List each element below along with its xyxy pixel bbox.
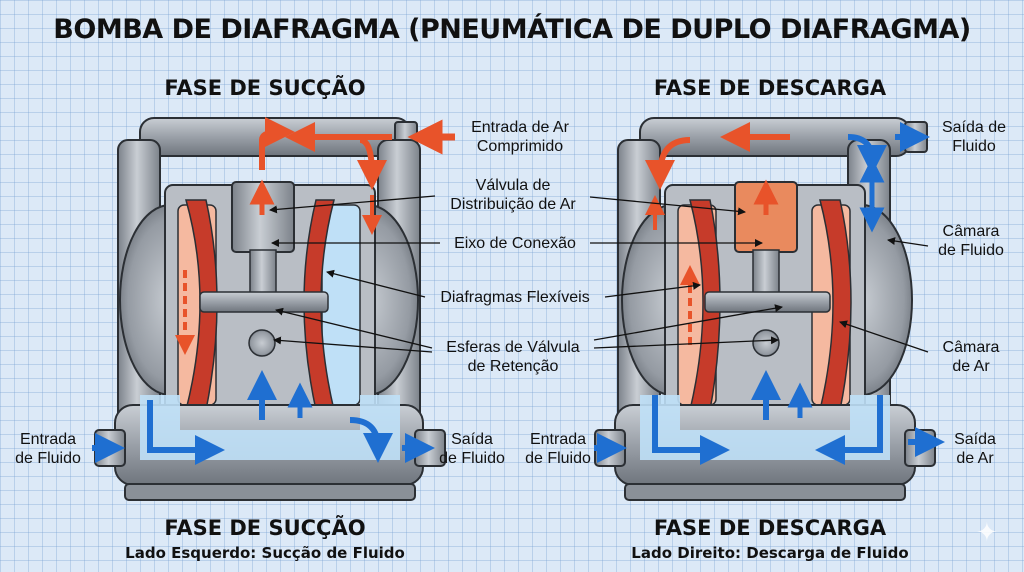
- right-bottom-subheading: Lado Direito: Descarga de Fluido: [631, 544, 909, 562]
- fluid-chamber-label: Câmara de Fluido: [938, 223, 1004, 259]
- left-bottom-heading: FASE DE SUCÇÃO: [164, 516, 366, 540]
- right-top-heading: FASE DE DESCARGA: [653, 76, 887, 100]
- page-title: BOMBA DE DIAFRAGMA (PNEUMÁTICA DE DUPLO …: [53, 14, 971, 45]
- left-top-heading: FASE DE SUCÇÃO: [164, 76, 366, 100]
- right-fluid-out-top-label: Saída de Fluido: [941, 119, 1007, 155]
- left-connecting-shaft: [199, 291, 329, 313]
- valve-label: Válvula de Distribuição de Ar: [450, 177, 576, 213]
- diaphragms-label: Diafragmas Flexíveis: [440, 289, 590, 306]
- left-fluid-outlet-label: Saída de Fluido: [439, 431, 505, 467]
- left-bottom-subheading: Lado Esquerdo: Sucção de Fluido: [125, 544, 405, 562]
- air-outlet-label: Saída de Ar: [954, 431, 996, 467]
- right-fluid-inlet-label: Entrada de Fluido: [525, 431, 591, 467]
- air-chamber-label: Câmara de Ar: [942, 339, 1000, 375]
- right-connecting-shaft: [704, 291, 831, 313]
- right-check-ball: [752, 329, 780, 357]
- right-bottom-heading: FASE DE DESCARGA: [653, 516, 887, 540]
- sparkle-icon: ✦: [976, 517, 998, 547]
- leader-lines: [269, 195, 929, 353]
- left-pump: [92, 117, 455, 501]
- left-fluid-inlet-label: Entrada de Fluido: [15, 431, 81, 467]
- right-pump: [594, 117, 945, 501]
- left-check-ball: [248, 329, 276, 357]
- shaft-label: Eixo de Conexão: [454, 235, 576, 252]
- check-balls-label: Esferas de Válvula de Retenção: [446, 339, 580, 375]
- air-inlet-label: Entrada de Ar Comprimido: [471, 119, 569, 155]
